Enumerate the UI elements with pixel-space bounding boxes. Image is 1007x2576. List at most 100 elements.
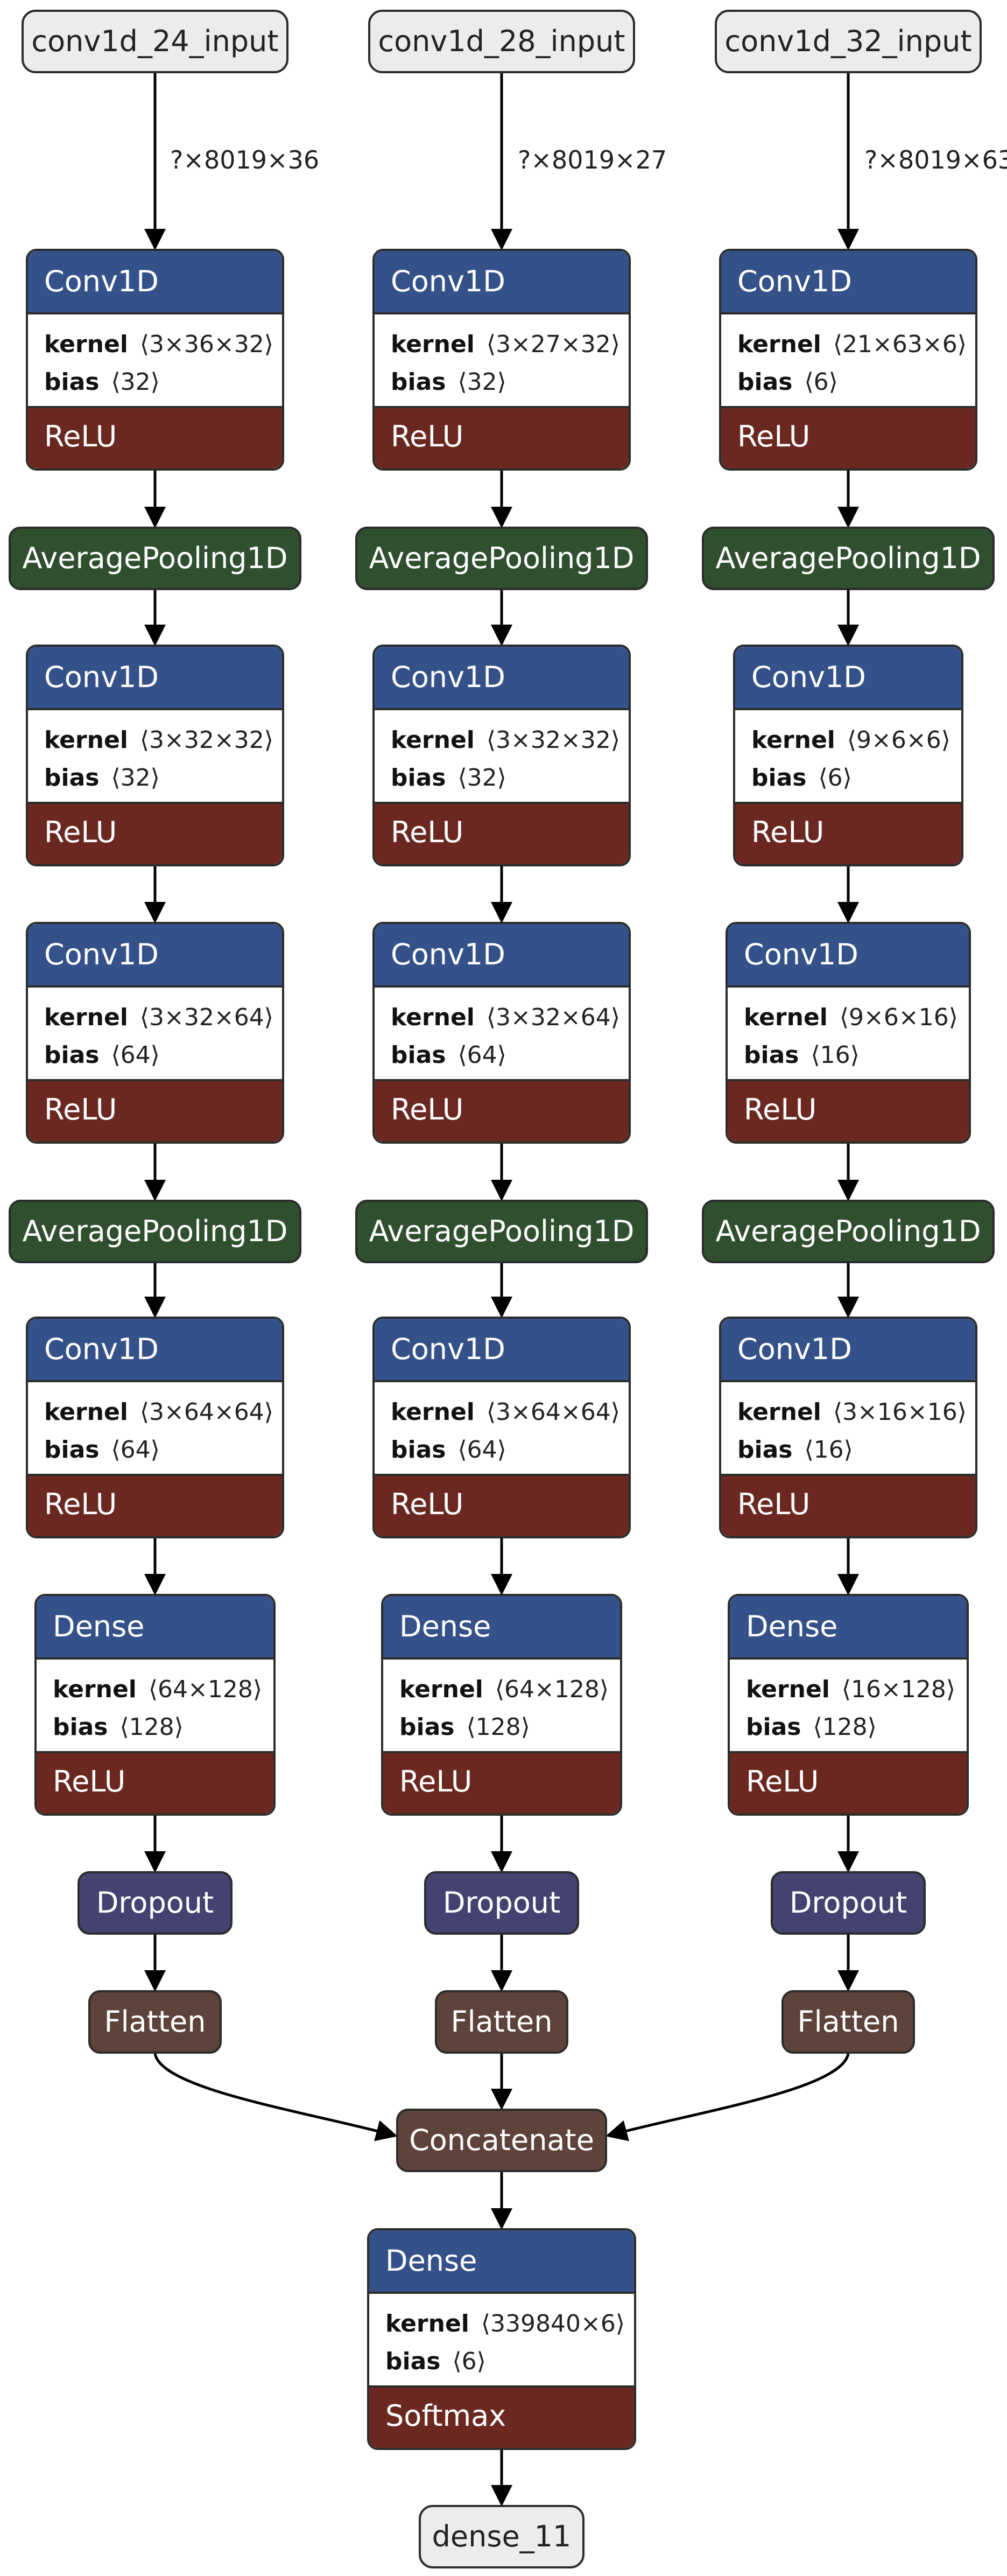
average-pooling-node[interactable]: AveragePooling1D [355,1200,648,1263]
average-pooling-node[interactable]: AveragePooling1D [702,527,995,590]
bias-shape: ⟨6⟩ [818,764,852,792]
average-pooling-node[interactable]: AveragePooling1D [9,527,301,590]
param-name: bias [744,1041,799,1069]
param-name: kernel [746,1676,830,1703]
activation: ReLU [28,804,282,864]
bias-shape: ⟨64⟩ [457,1041,506,1069]
activation: ReLU [375,804,629,864]
conv1d-layer[interactable]: Conv1D kernel⟨3×64×64⟩ bias⟨64⟩ ReLU [26,1317,284,1538]
activation: ReLU [28,408,282,468]
input-label: conv1d_32_input [724,24,972,58]
node-label: AveragePooling1D [715,541,981,575]
input-node[interactable]: conv1d_28_input [368,10,635,73]
param-name: kernel [385,2310,469,2337]
param-name: kernel [391,1004,475,1031]
concatenate-node[interactable]: Concatenate [396,2109,607,2172]
param-name: kernel [751,726,835,754]
kernel-shape: ⟨16×128⟩ [841,1676,956,1703]
edge-shape-label: ?×8019×27 [518,145,667,174]
kernel-shape: ⟨3×32×64⟩ [139,1004,273,1031]
conv1d-layer[interactable]: Conv1D kernel⟨3×16×16⟩ bias⟨16⟩ ReLU [719,1317,977,1538]
average-pooling-node[interactable]: AveragePooling1D [9,1200,301,1263]
kernel-shape: ⟨3×32×32⟩ [486,726,620,754]
param-name: bias [751,764,807,792]
conv1d-layer[interactable]: Conv1D kernel⟨9×6×6⟩ bias⟨6⟩ ReLU [733,645,963,866]
param-name: bias [44,1436,100,1464]
layer-type: Conv1D [721,1319,975,1380]
conv1d-layer[interactable]: Conv1D kernel⟨3×32×32⟩ bias⟨32⟩ ReLU [26,645,284,866]
output-node[interactable]: dense_11 [419,2505,585,2568]
bias-shape: ⟨32⟩ [111,368,160,396]
dense-layer[interactable]: Dense kernel⟨64×128⟩ bias⟨128⟩ ReLU [381,1594,622,1816]
dropout-node[interactable]: Dropout [424,1871,579,1935]
dense-layer[interactable]: Dense kernel⟨16×128⟩ bias⟨128⟩ ReLU [728,1594,969,1816]
node-label: Dropout [96,1886,214,1920]
layer-type: Dense [730,1596,967,1657]
param-name: bias [391,368,446,396]
bias-shape: ⟨16⟩ [804,1436,853,1464]
activation: ReLU [728,1081,969,1142]
dropout-node[interactable]: Dropout [771,1871,926,1935]
param-name: kernel [44,331,128,358]
param-name: bias [391,764,446,792]
layer-params: kernel⟨9×6×16⟩ bias⟨16⟩ [728,985,969,1081]
bias-shape: ⟨16⟩ [811,1041,860,1069]
conv1d-layer[interactable]: Conv1D kernel⟨3×64×64⟩ bias⟨64⟩ ReLU [372,1317,631,1538]
dense-layer[interactable]: Dense kernel⟨64×128⟩ bias⟨128⟩ ReLU [34,1594,276,1816]
average-pooling-node[interactable]: AveragePooling1D [702,1200,995,1263]
kernel-shape: ⟨3×32×32⟩ [139,726,273,754]
edge-shape-label: ?×8019×63 [864,145,1007,174]
dropout-node[interactable]: Dropout [78,1871,233,1935]
layer-type: Conv1D [375,251,629,312]
bias-shape: ⟨32⟩ [111,764,160,792]
conv1d-layer[interactable]: Conv1D kernel⟨3×32×32⟩ bias⟨32⟩ ReLU [372,645,631,866]
average-pooling-node[interactable]: AveragePooling1D [355,527,648,590]
kernel-shape: ⟨21×63×6⟩ [833,331,967,358]
layer-type: Conv1D [28,924,282,985]
input-label: conv1d_24_input [31,24,279,58]
param-name: bias [385,2348,441,2375]
layer-params: kernel⟨3×64×64⟩ bias⟨64⟩ [375,1380,629,1476]
conv1d-layer[interactable]: Conv1D kernel⟨3×36×32⟩ bias⟨32⟩ ReLU [26,249,284,471]
param-name: kernel [737,1398,821,1426]
param-name: kernel [399,1676,483,1703]
layer-type: Conv1D [28,251,282,312]
input-node[interactable]: conv1d_32_input [715,10,982,73]
flatten-node[interactable]: Flatten [435,1990,568,2054]
bias-shape: ⟨64⟩ [457,1436,506,1464]
conv1d-layer[interactable]: Conv1D kernel⟨3×32×64⟩ bias⟨64⟩ ReLU [26,922,284,1144]
activation: ReLU [721,408,975,468]
conv1d-layer[interactable]: Conv1D kernel⟨3×32×64⟩ bias⟨64⟩ ReLU [372,922,631,1144]
layer-params: kernel⟨21×63×6⟩ bias⟨6⟩ [721,312,975,408]
conv1d-layer[interactable]: Conv1D kernel⟨9×6×16⟩ bias⟨16⟩ ReLU [726,922,971,1144]
layer-params: kernel⟨3×32×64⟩ bias⟨64⟩ [28,985,282,1081]
layer-type: Conv1D [721,251,975,312]
conv1d-layer[interactable]: Conv1D kernel⟨3×27×32⟩ bias⟨32⟩ ReLU [372,249,631,471]
dense-output-layer[interactable]: Dense kernel⟨339840×6⟩ bias⟨6⟩ Softmax [367,2228,636,2450]
flatten-node[interactable]: Flatten [781,1990,915,2054]
param-name: bias [53,1713,108,1741]
bias-shape: ⟨32⟩ [457,764,506,792]
flatten-node[interactable]: Flatten [88,1990,222,2054]
bias-shape: ⟨6⟩ [452,2348,486,2375]
input-node[interactable]: conv1d_24_input [22,10,288,73]
kernel-shape: ⟨9×6×6⟩ [847,726,950,754]
layer-type: Dense [369,2230,634,2292]
kernel-shape: ⟨3×36×32⟩ [139,331,273,358]
param-name: kernel [391,1398,475,1426]
param-name: bias [44,764,100,792]
layer-params: kernel ⟨3×16×16⟩ bias ⟨16⟩ [721,1380,975,1476]
kernel-shape: ⟨3×16×16⟩ [833,1398,967,1426]
node-label: AveragePooling1D [715,1214,981,1248]
activation: ReLU [28,1081,282,1142]
param-name: bias [737,368,793,396]
layer-params: kernel⟨64×128⟩ bias⟨128⟩ [37,1657,273,1753]
param-name: bias [44,1041,100,1069]
node-label: AveragePooling1D [369,1214,635,1248]
layer-type: Conv1D [375,647,629,708]
conv1d-layer[interactable]: Conv1D kernel⟨21×63×6⟩ bias⟨6⟩ ReLU [719,249,977,471]
param-name: bias [737,1436,793,1464]
node-label: Flatten [104,2005,206,2039]
